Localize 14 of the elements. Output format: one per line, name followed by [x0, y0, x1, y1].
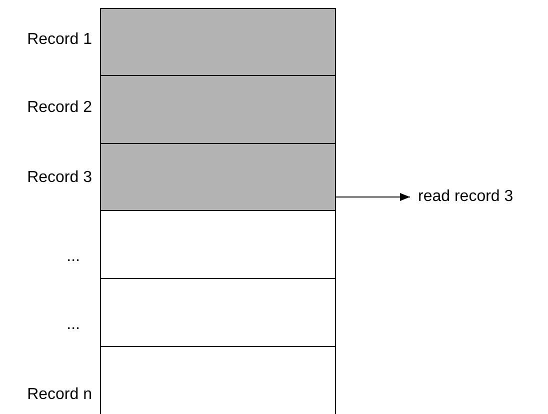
record-cell [100, 278, 336, 347]
output-text: read record 3 [418, 187, 514, 207]
record-label: Record 2 [26, 98, 92, 118]
record-cell [100, 143, 336, 211]
record-label: Record n [26, 385, 92, 405]
arrow [336, 193, 410, 201]
record-label: Record 3 [26, 168, 92, 188]
record-label: Record 1 [26, 30, 92, 50]
record-cell [100, 8, 336, 76]
record-label: ... [66, 247, 80, 267]
record-cell [100, 210, 336, 279]
record-cell [100, 75, 336, 144]
record-label: ... [66, 315, 80, 335]
record-cell [100, 346, 336, 414]
